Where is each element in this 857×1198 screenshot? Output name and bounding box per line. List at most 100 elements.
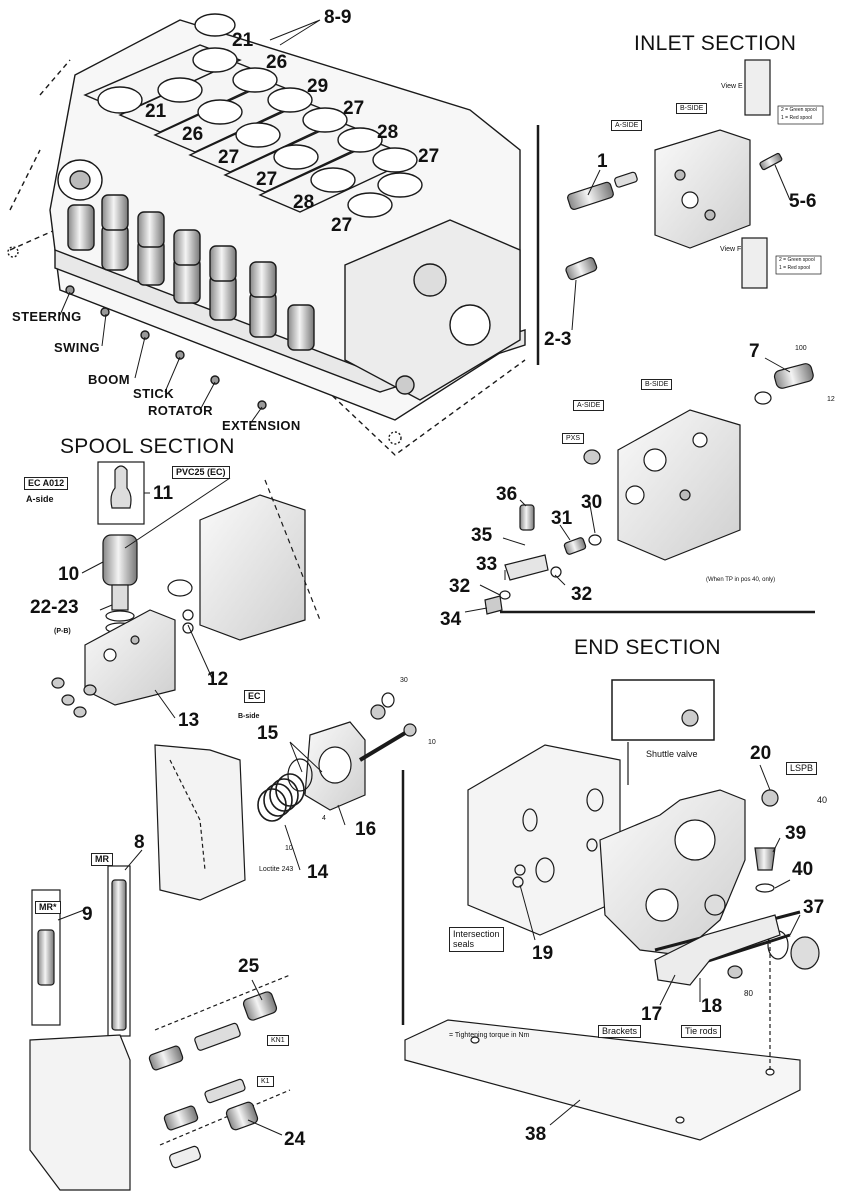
- callout-34: 34: [440, 609, 462, 630]
- torque-value: 100: [795, 345, 807, 352]
- callout-32: 32: [449, 576, 471, 597]
- function-label-steering: STEERING: [12, 309, 82, 324]
- spool-section-title: SPOOL SECTION: [60, 435, 235, 458]
- callout-33: 33: [476, 554, 498, 575]
- callout-21: 21: [232, 30, 254, 51]
- torque-value: 40: [817, 795, 828, 805]
- callout-27: 27: [418, 146, 440, 167]
- mr-label: MR: [91, 853, 113, 866]
- inlet-b-side-label-2: B-SIDE: [641, 379, 673, 390]
- function-label-stick: STICK: [133, 386, 174, 401]
- speed-note: 1 = Red spool: [779, 265, 810, 271]
- function-label-swing: SWING: [54, 340, 101, 355]
- callout-32: 32: [571, 584, 593, 605]
- mr-star-label: MR*: [35, 901, 61, 914]
- callout-35: 35: [471, 525, 493, 546]
- callout-40: 40: [792, 859, 814, 880]
- callout-11: 11: [153, 483, 174, 504]
- callout-15: 15: [257, 723, 279, 744]
- torque-value: 30: [400, 677, 408, 684]
- callout-31: 31: [551, 508, 573, 529]
- callout-5-6: 5-6: [789, 191, 817, 212]
- callout-1: 1: [597, 151, 608, 172]
- torque-value: 10: [285, 845, 293, 852]
- speed-note: 2 = Green spool: [779, 257, 815, 263]
- brackets-label: Brackets: [598, 1025, 642, 1038]
- callout-2-3: 2-3: [544, 329, 572, 350]
- a-side-label: A-side: [26, 494, 54, 504]
- callout-27: 27: [343, 98, 365, 119]
- inlet-b-side-label: B-SIDE: [676, 103, 708, 114]
- function-label-rotator: ROTATOR: [148, 403, 213, 418]
- tie-rods-label: Tie rods: [681, 1025, 722, 1038]
- tp-note: (When TP in pos 40, only): [706, 577, 776, 583]
- callout-36: 36: [496, 484, 518, 505]
- main-valve-assembly: [7, 13, 526, 456]
- loctite-note: Loctite 243: [259, 866, 294, 873]
- speed-note: 1 = Red spool: [781, 115, 812, 121]
- inlet-a-side-label: A-SIDE: [611, 120, 643, 131]
- callout-28: 28: [377, 122, 399, 143]
- torque-note: = Tightening torque in Nm: [449, 1032, 530, 1039]
- intersection-seals-label: Intersection seals: [449, 927, 504, 952]
- view-f-label: View F: [720, 246, 742, 253]
- end-section-drawing: [404, 679, 820, 1141]
- function-label-boom: BOOM: [88, 372, 131, 387]
- callout-30: 30: [581, 492, 603, 513]
- callout-13: 13: [178, 710, 200, 731]
- callout-9: 9: [82, 904, 93, 925]
- function-label-extension: EXTENSION: [222, 418, 301, 433]
- view-e-label: View E: [721, 83, 743, 90]
- callout-24: 24: [284, 1129, 306, 1150]
- callout-21: 21: [145, 101, 167, 122]
- callout-18: 18: [701, 996, 723, 1017]
- callout-7: 7: [749, 341, 760, 362]
- callout-10: 10: [58, 564, 80, 585]
- inlet-a-side-label-2: A-SIDE: [573, 400, 605, 411]
- callout-26: 26: [182, 124, 204, 145]
- end-section-title: END SECTION: [574, 636, 721, 659]
- pvc25-label: PVC25 (EC): [172, 466, 230, 479]
- callout-17: 17: [641, 1004, 663, 1025]
- top-leader-lines: [59, 19, 321, 425]
- p-b-label: (P-B): [54, 628, 71, 635]
- callout-25: 25: [238, 956, 260, 977]
- k1-label: K1: [257, 1076, 274, 1087]
- lower-leader-lines: [57, 849, 283, 1136]
- spool-section-drawing: [51, 461, 417, 901]
- lower-cartridge-drawing: [29, 865, 291, 1191]
- spool-leader-lines: [81, 477, 405, 1025]
- ec-label: EC: [244, 690, 265, 703]
- inlet-leader-lines: [464, 164, 791, 613]
- b-side-label: B-side: [238, 713, 260, 720]
- lspb-label: LSPB: [786, 762, 818, 775]
- callout-38: 38: [525, 1124, 547, 1145]
- callout-28: 28: [293, 192, 315, 213]
- callout-19: 19: [532, 943, 554, 964]
- callout-29: 29: [307, 76, 329, 97]
- callout-20: 20: [750, 743, 772, 764]
- callout-39: 39: [785, 823, 807, 844]
- callout-22-23: 22-23: [30, 597, 79, 618]
- callout-26: 26: [266, 52, 288, 73]
- callout-14: 14: [307, 862, 329, 883]
- callout-16: 16: [355, 819, 377, 840]
- callout-8-9: 8-9: [324, 7, 352, 28]
- callout-27: 27: [331, 215, 353, 236]
- speed-note: 2 = Green spool: [781, 107, 817, 113]
- torque-value: 10: [428, 739, 436, 746]
- callout-12: 12: [207, 669, 229, 690]
- inlet-section-title: INLET SECTION: [634, 32, 797, 55]
- shuttle-valve-label: Shuttle valve: [646, 749, 698, 759]
- callout-37: 37: [803, 897, 825, 918]
- torque-value: 12: [827, 396, 835, 403]
- torque-value: 4: [322, 815, 326, 822]
- callout-27: 27: [256, 169, 278, 190]
- kn1-label: KN1: [267, 1035, 289, 1046]
- callout-27: 27: [218, 147, 240, 168]
- inlet-section-drawing: [484, 59, 824, 615]
- ec-a012-label: EC A012: [24, 477, 69, 490]
- callout-8: 8: [134, 832, 145, 853]
- pxs-label: PXS: [562, 433, 585, 444]
